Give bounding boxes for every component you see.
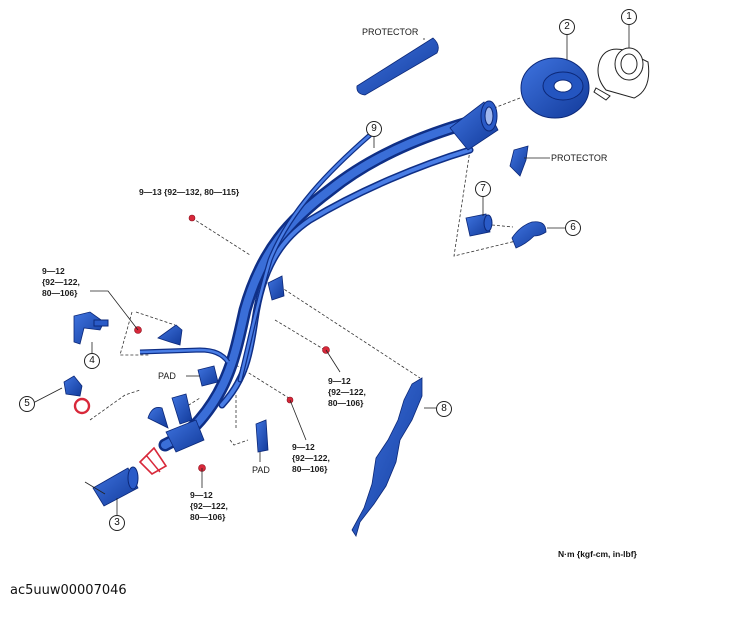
- torque-label-e: 9—12 {92—122, 80—106}: [190, 490, 228, 523]
- part-2-seal: [520, 57, 590, 119]
- label-pad-left: PAD: [158, 371, 176, 381]
- label-protector-right: PROTECTOR: [551, 153, 608, 163]
- bracket-upper: [157, 324, 183, 346]
- torque-b-line1: 9—12: [42, 266, 65, 276]
- bracket-mid: [267, 275, 285, 301]
- torque-label-b: 9—12 {92—122, 80—106}: [42, 266, 80, 299]
- torque-d-line1: 9—12: [292, 442, 315, 452]
- callout-leaders: [32, 24, 630, 516]
- torque-c-line3: 80—106}: [328, 398, 364, 408]
- torque-units: N·m {kgf-cm, in-lbf}: [558, 549, 637, 559]
- callout-5: 5: [19, 396, 35, 412]
- part-4-joint: [73, 311, 109, 345]
- torque-c-line2: {92—122,: [328, 387, 366, 397]
- part-6-hose: [511, 221, 547, 249]
- fasteners: [134, 214, 330, 472]
- pad-bottom-part: [255, 419, 269, 453]
- callout-4: 4: [84, 353, 100, 369]
- part-5-fitting: [63, 375, 91, 415]
- torque-d-line2: {92—122,: [292, 453, 330, 463]
- part-1-fuel-cap: [593, 47, 650, 101]
- callout-2: 2: [559, 19, 575, 35]
- part-8-heat-insulator: [351, 377, 423, 537]
- callout-3: 3: [109, 515, 125, 531]
- filler-pipe-lower-end: [147, 393, 205, 453]
- torque-label-a: 9—13 {92—132, 80—115}: [139, 187, 240, 197]
- part-9-filler-pipe: [158, 111, 492, 452]
- torque-e-line1: 9—12: [190, 490, 213, 500]
- callout-6: 6: [565, 220, 581, 236]
- label-protector-top: PROTECTOR: [362, 27, 419, 37]
- torque-d-line3: 80—106}: [292, 464, 328, 474]
- protector-right-part: [509, 145, 529, 177]
- callout-1: 1: [621, 9, 637, 25]
- torque-label-d: 9—12 {92—122, 80—106}: [292, 442, 330, 475]
- protector-top-part: [356, 37, 439, 96]
- diagram-canvas: [32, 24, 650, 537]
- part-7-fitting: [465, 213, 493, 237]
- callout-7: 7: [475, 181, 491, 197]
- torque-label-c: 9—12 {92—122, 80—106}: [328, 376, 366, 409]
- image-id-caption: ac5uuw00007046: [10, 583, 127, 598]
- part-3-hose: [92, 446, 168, 507]
- torque-e-line3: 80—106}: [190, 512, 226, 522]
- torque-c-line1: 9—12: [328, 376, 351, 386]
- callout-8: 8: [436, 401, 452, 417]
- callout-9: 9: [366, 121, 382, 137]
- torque-b-line2: {92—122,: [42, 277, 80, 287]
- leader-lines: [89, 97, 521, 446]
- filler-neck: [449, 100, 499, 151]
- pad-left-part: [197, 365, 219, 387]
- exploded-diagram: PROTECTOR PROTECTOR PAD PAD 9—13 {92—132…: [19, 9, 650, 537]
- label-pad-bottom: PAD: [252, 465, 270, 475]
- torque-e-line2: {92—122,: [190, 501, 228, 511]
- torque-b-line3: 80—106}: [42, 288, 78, 298]
